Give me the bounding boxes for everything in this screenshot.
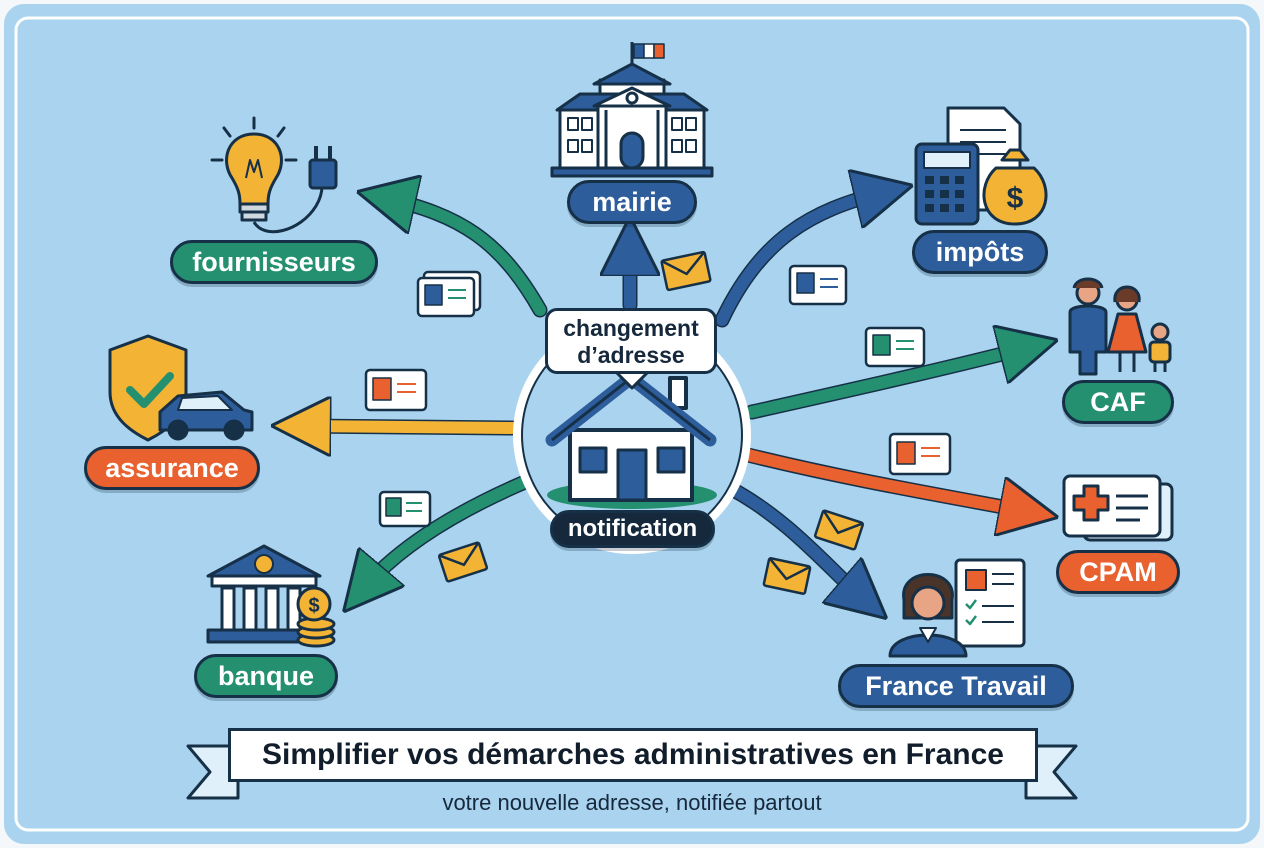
banner-subtitle: votre nouvelle adresse, notifiée partout xyxy=(442,790,822,815)
lightbulb-plug-icon xyxy=(210,116,338,234)
envelope-icon xyxy=(437,541,489,583)
label-assurance: assurance xyxy=(84,446,260,490)
bank-icon: $ xyxy=(206,544,336,648)
arrow-assurance xyxy=(300,426,518,428)
id-card-icon xyxy=(378,490,432,528)
id-card-icon xyxy=(788,264,848,306)
arrow-france-travail xyxy=(724,482,865,600)
svg-text:$: $ xyxy=(1007,182,1024,215)
id-card-icon xyxy=(416,270,482,318)
banner-title: Simplifier vos démarches administratives… xyxy=(228,728,1038,782)
health-card-icon xyxy=(1062,474,1174,542)
inner-frame xyxy=(14,16,1250,832)
insurance-shield-car-icon xyxy=(108,334,254,442)
town-hall-icon xyxy=(550,42,714,178)
label-cpam: CPAM xyxy=(1056,550,1180,594)
arrow-impots xyxy=(716,192,885,326)
job-advisor-icon xyxy=(888,558,1026,658)
id-card-icon xyxy=(888,432,952,476)
bubble-line-2: d’adresse xyxy=(577,342,685,368)
change-address-bubble: changement d’adresse xyxy=(545,308,717,374)
label-fournisseurs: fournisseurs xyxy=(170,240,378,284)
notification-label: notification xyxy=(550,510,715,548)
envelope-icon xyxy=(762,557,812,595)
arrow-fournisseurs xyxy=(385,198,546,316)
svg-text:$: $ xyxy=(308,595,319,617)
arrow-banque xyxy=(362,476,531,590)
label-mairie: mairie xyxy=(567,180,697,224)
bubble-line-1: changement xyxy=(563,315,699,341)
label-banque: banque xyxy=(194,654,338,698)
label-france-travail: France Travail xyxy=(838,664,1074,708)
id-card-icon xyxy=(864,326,926,368)
label-impots: impôts xyxy=(912,230,1048,274)
envelope-icon xyxy=(813,509,865,551)
tax-calculator-icon: $ xyxy=(914,106,1048,226)
label-caf: CAF xyxy=(1062,380,1174,424)
family-icon xyxy=(1068,277,1172,376)
id-card-icon xyxy=(364,368,428,412)
arrow-cpam xyxy=(742,449,1030,512)
envelope-icon xyxy=(660,250,712,292)
banner-ribbon xyxy=(186,744,1078,800)
arrow-caf xyxy=(746,347,1030,418)
